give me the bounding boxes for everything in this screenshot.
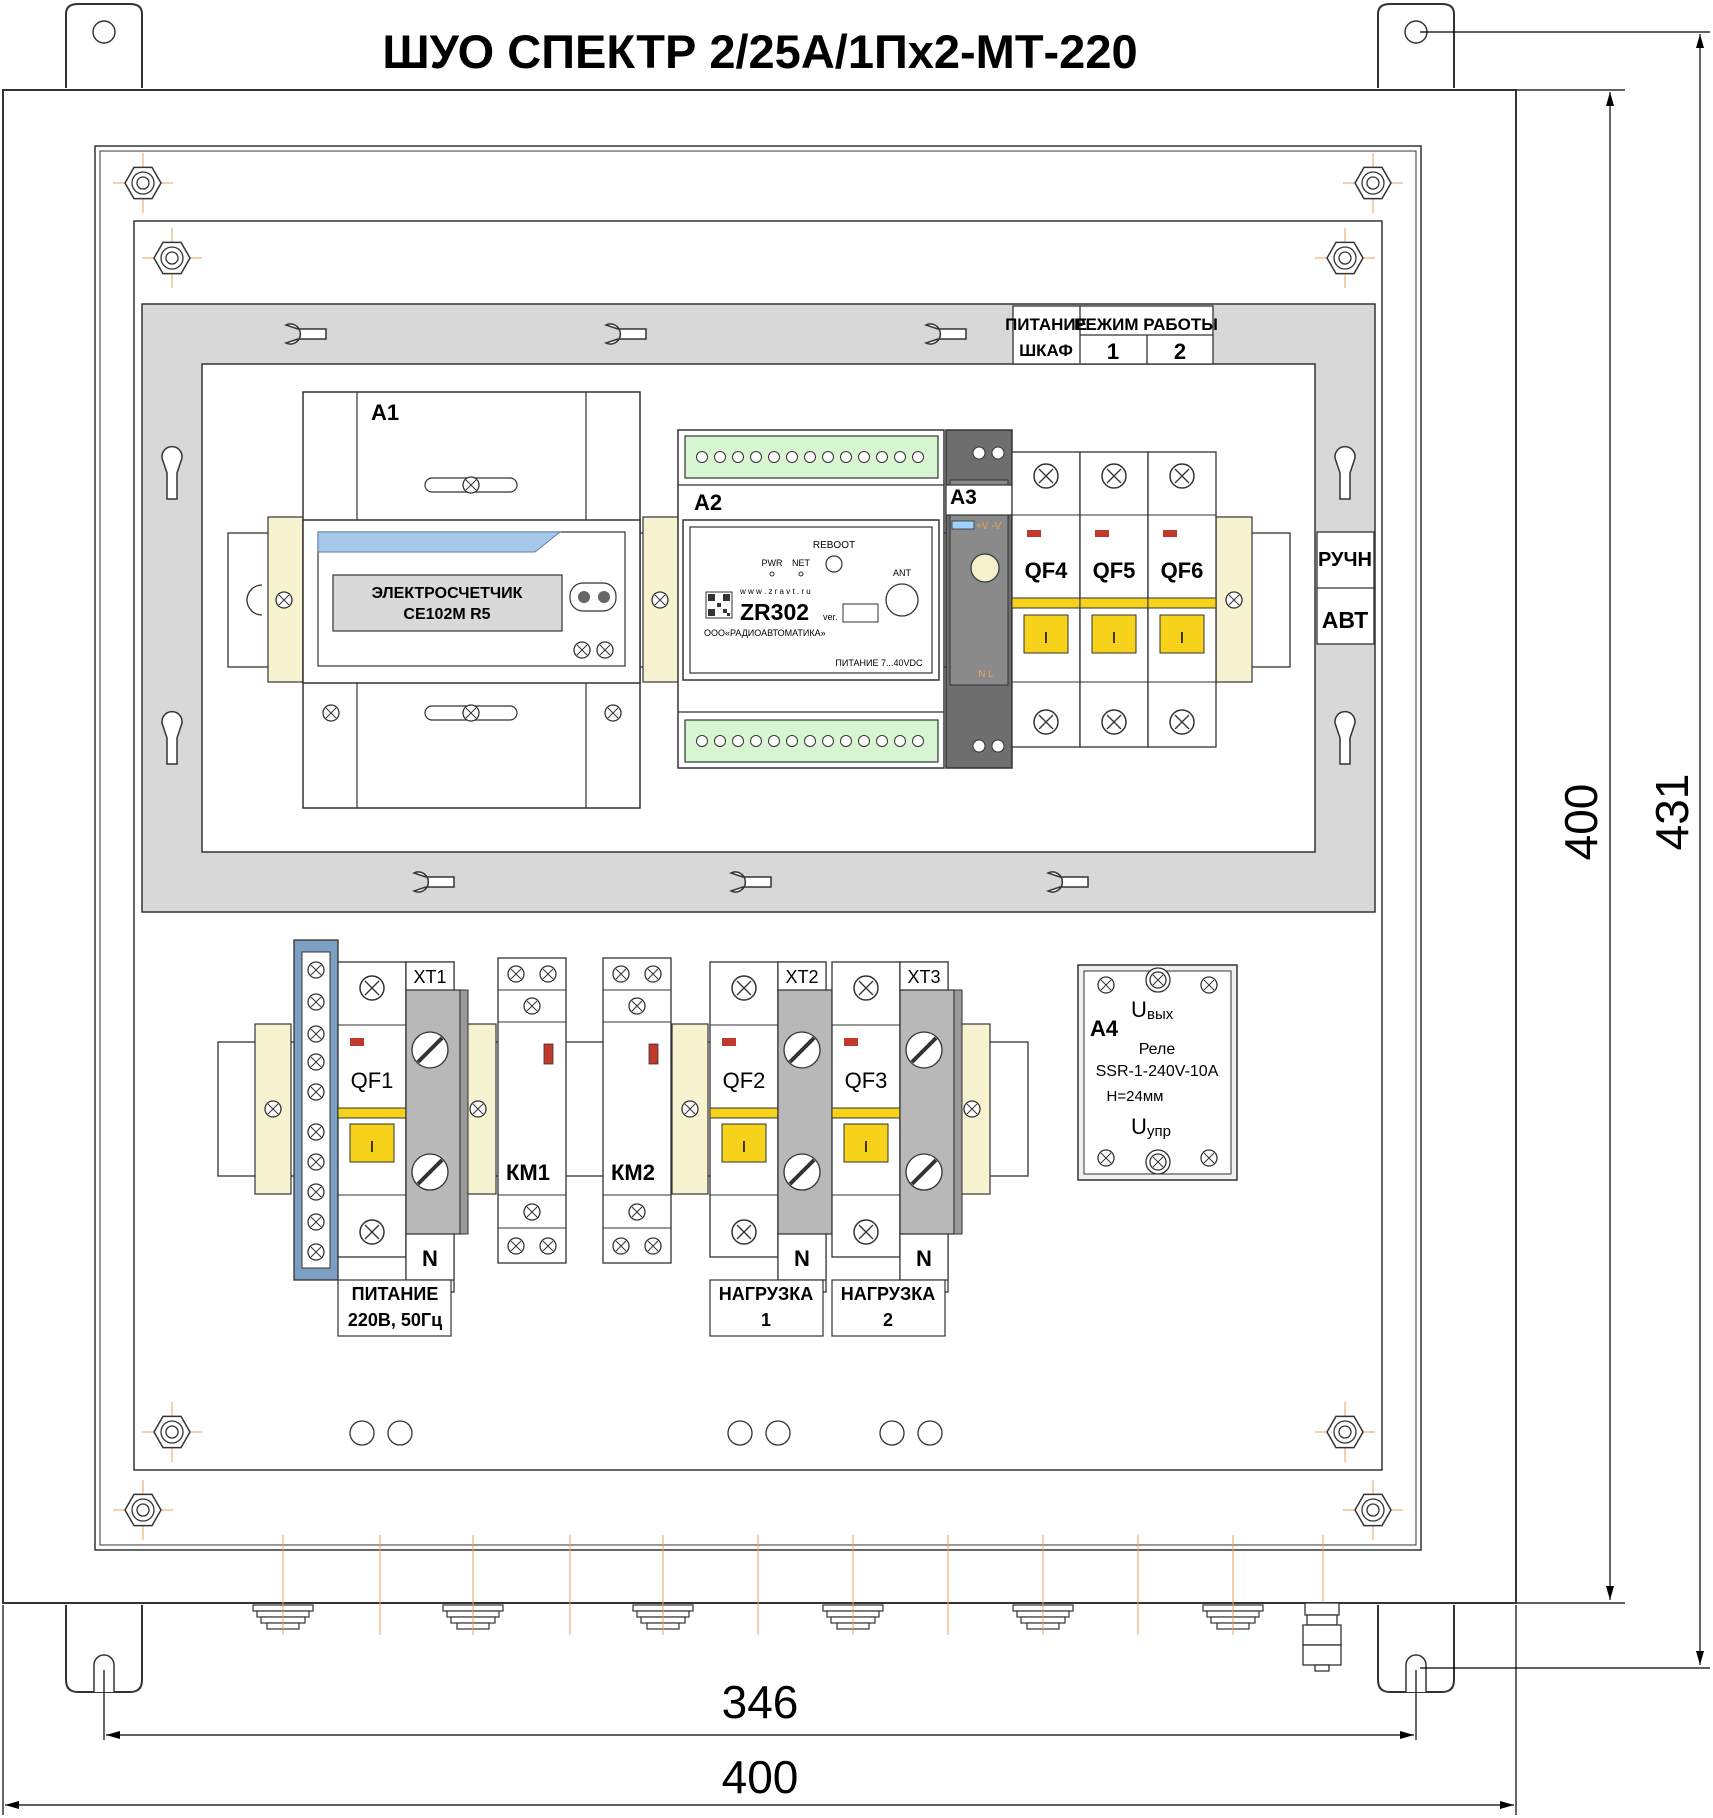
plate-holes	[349, 1420, 943, 1446]
ground-stud	[1302, 1602, 1342, 1672]
load1-caption-2: 1	[761, 1310, 771, 1330]
mode-table-mode-header: РЕЖИМ РАБОТЫ	[1074, 315, 1218, 334]
dim-mount-width: 346	[722, 1676, 799, 1728]
neutral-mark-xt1: N	[422, 1246, 438, 1271]
load1-caption-1: НАГРУЗКА	[719, 1284, 813, 1304]
ant-label: ANT	[893, 568, 912, 578]
dimension-arrows	[5, 34, 1704, 1809]
breaker-toggle-mark: I	[1112, 630, 1116, 647]
zr302-controller: A2 REBOOT PWR NET ANT w w w . z r a v t …	[677, 429, 945, 769]
load2-caption-1: НАГРУЗКА	[841, 1284, 935, 1304]
terminal-label-xt3: XT3	[907, 967, 940, 987]
controller-maker: ООО«РАДИОАВТОМАТИКА»	[704, 628, 826, 638]
power-caption-2: 220В, 50Гц	[348, 1310, 442, 1330]
meter-label-line2: CE102M R5	[403, 606, 490, 623]
drawing-title: ШУО СПЕКТР 2/25А/1Пх2-МТ-220	[382, 25, 1137, 78]
relay-uout-u: U	[1131, 997, 1147, 1022]
controller-model: ZR302	[740, 599, 809, 625]
breaker-toggle-mark: I	[864, 1139, 868, 1156]
contactor-label-km2: КМ2	[611, 1160, 655, 1185]
auto-mode-label: АВТ	[1322, 607, 1368, 633]
breaker-toggle-mark: I	[742, 1139, 746, 1156]
controller-ref: A2	[694, 490, 722, 515]
mode-table-mode-2: 2	[1174, 339, 1186, 364]
relay-model: SSR-1-240V-10A	[1096, 1063, 1219, 1080]
terminal-caption-load1: НАГРУЗКА 1	[709, 1279, 824, 1337]
mounting-ears	[65, 3, 1455, 1693]
terminal-caption-load2: НАГРУЗКА 2	[831, 1279, 946, 1337]
dim-inner-height: 400	[1555, 784, 1607, 861]
dim-total-height: 431	[1646, 774, 1698, 851]
dim-total-width: 400	[722, 1751, 799, 1803]
relay-uout-sub: вых	[1147, 1006, 1174, 1023]
relay-name: Реле	[1139, 1041, 1176, 1058]
maker-url: w w w . z r a v t . r u	[739, 587, 811, 596]
contactor-label-km1: КМ1	[506, 1160, 550, 1185]
breaker-label-qf5: QF5	[1093, 558, 1136, 583]
breaker-label-qf6: QF6	[1161, 558, 1204, 583]
mode-table-cabinet-label: ШКАФ	[1019, 341, 1073, 360]
power-supply: A3 +V -V N L	[945, 429, 1013, 769]
ear-hole-tl	[92, 20, 116, 44]
meter-ref: A1	[371, 400, 399, 425]
energy-meter: ЭЛЕКТРОСЧЕТЧИК CE102M R5 A1	[302, 391, 641, 809]
terminal-caption-power: ПИТАНИЕ 220В, 50Гц	[337, 1279, 452, 1337]
mode-table-power-label: ПИТАНИЕ	[1005, 315, 1087, 334]
pwr-label: PWR	[762, 558, 783, 568]
breaker-toggle-mark: I	[1044, 630, 1048, 647]
breaker-toggle-mark: I	[370, 1139, 374, 1156]
net-label: NET	[792, 558, 811, 568]
neutral-mark-xt2: N	[794, 1246, 810, 1271]
terminal-label-xt1: XT1	[413, 967, 446, 987]
reboot-label: REBOOT	[813, 540, 855, 551]
psu-output-label: +V -V	[976, 521, 1002, 532]
breaker-label-qf2: QF2	[723, 1068, 766, 1093]
mode-table-mode-1: 1	[1107, 339, 1119, 364]
mode-table: ПИТАНИЕ ШКАФ РЕЖИМ РАБОТЫ 1 2	[1005, 305, 1218, 365]
relay-uctrl-sub: упр	[1147, 1123, 1171, 1140]
breaker-toggle-mark: I	[1180, 630, 1184, 647]
controller-power-note: ПИТАНИЕ 7...40VDC	[835, 658, 923, 668]
contactor-km1: КМ1	[497, 957, 567, 1264]
neutral-mark-xt3: N	[916, 1246, 932, 1271]
psu-input-label: N L	[978, 669, 994, 680]
meter-label-line1: ЭЛЕКТРОСЧЕТЧИК	[372, 585, 523, 602]
breaker-label-qf1: QF1	[351, 1068, 394, 1093]
mode-switch-labels: РУЧН АВТ	[1316, 531, 1375, 645]
breaker-label-qf3: QF3	[845, 1068, 888, 1093]
breaker-label-qf4: QF4	[1025, 558, 1069, 583]
relay-height: Н=24мм	[1107, 1088, 1164, 1105]
solid-state-relay: A4 U вых Реле SSR-1-240V-10A Н=24мм U уп…	[1077, 964, 1238, 1181]
qr-code-icon	[705, 591, 733, 619]
contactor-km2: КМ2	[602, 957, 672, 1264]
contactors: КМ1 КМ2	[497, 957, 672, 1264]
psu-ref: A3	[950, 486, 977, 509]
load2-caption-2: 2	[883, 1310, 893, 1330]
relay-ref: A4	[1090, 1016, 1119, 1041]
relay-uctrl-u: U	[1131, 1114, 1147, 1139]
ground-bus	[293, 939, 339, 1281]
power-caption-1: ПИТАНИЕ	[352, 1284, 439, 1304]
terminal-label-xt2: XT2	[785, 967, 818, 987]
dimension-lines	[2, 31, 1710, 1815]
manual-mode-label: РУЧН	[1318, 549, 1372, 571]
controller-ver: ver.	[823, 612, 838, 622]
